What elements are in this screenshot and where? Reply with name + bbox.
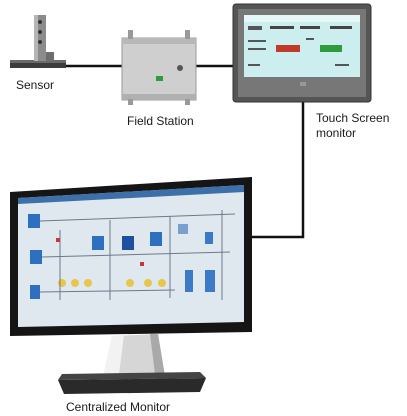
touch-screen-label-line2: monitor: [316, 126, 357, 140]
centralized-monitor: [10, 177, 252, 394]
sensor-label: Sensor: [16, 78, 55, 92]
connection-wires: [65, 64, 305, 239]
wire-touch-screen-to-monitor: [252, 102, 305, 239]
centralized-monitor-label: Centralized Monitor: [66, 400, 171, 414]
sensor-device: [10, 15, 66, 68]
field-station-label: Field Station: [127, 114, 194, 128]
touch-screen-label-line1: Touch Screen: [316, 111, 390, 125]
field-station-box: [121, 30, 197, 105]
touch-screen-panel: [232, 3, 372, 103]
